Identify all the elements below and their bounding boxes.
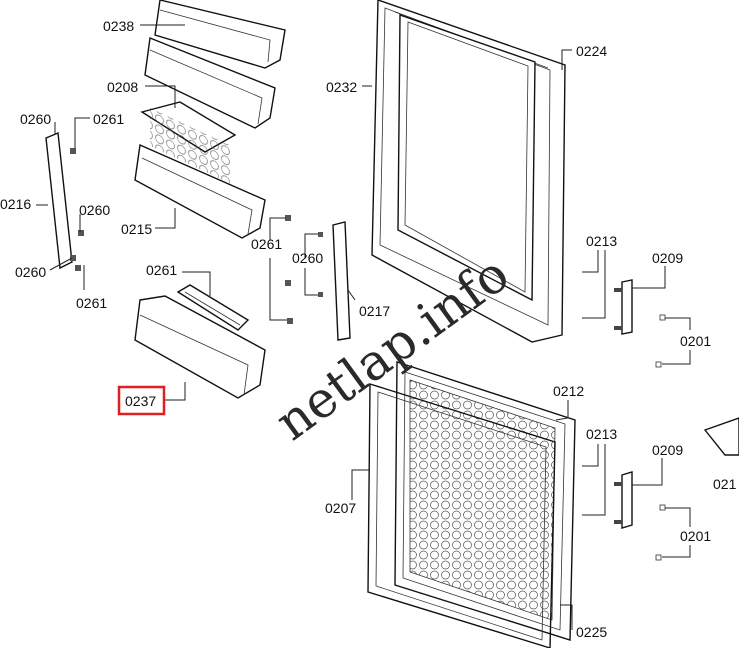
shelf-0237 [134,284,266,399]
label-0208[interactable]: 0208 [107,79,138,95]
label-0213[interactable]: 0213 [586,426,617,442]
label-0216[interactable]: 0216 [0,196,31,212]
shelf-0238 [154,0,286,69]
label-0261[interactable]: 0261 [93,111,124,127]
label-0260[interactable]: 0260 [292,250,323,266]
label-021[interactable]: 021 [713,476,737,492]
label-0209[interactable]: 0209 [652,442,683,458]
label-0225[interactable]: 0225 [576,624,607,640]
egg-tray [140,101,237,184]
door-lower [394,361,576,641]
label-0201[interactable]: 0201 [680,333,711,349]
label-0260[interactable]: 0260 [15,264,46,280]
handles [614,279,739,561]
rail-0217 [332,221,351,341]
label-0215[interactable]: 0215 [121,221,152,237]
label-0212[interactable]: 0212 [553,383,584,399]
label-0261[interactable]: 0261 [251,236,282,252]
shelf-0215 [134,143,266,239]
label-0260[interactable]: 0260 [79,202,110,218]
label-0232[interactable]: 0232 [326,79,357,95]
label-0261[interactable]: 0261 [76,295,107,311]
label-0217[interactable]: 0217 [359,303,390,319]
label-0260[interactable]: 0260 [20,111,51,127]
shelf-0208 [144,37,276,129]
label-0237[interactable]: 0237 [125,393,156,409]
label-0207[interactable]: 0207 [325,500,356,516]
highlight-box [117,385,166,416]
label-0238[interactable]: 0238 [103,18,134,34]
label-0213[interactable]: 0213 [586,233,617,249]
gasket-0207 [367,383,556,648]
clips [70,148,323,324]
rail-0216 [45,131,73,270]
label-0209[interactable]: 0209 [652,250,683,266]
label-0261[interactable]: 0261 [146,262,177,278]
door-upper [371,0,566,343]
label-0201[interactable]: 0201 [680,528,711,544]
label-0224[interactable]: 0224 [576,43,607,59]
leader-lines [36,24,691,630]
